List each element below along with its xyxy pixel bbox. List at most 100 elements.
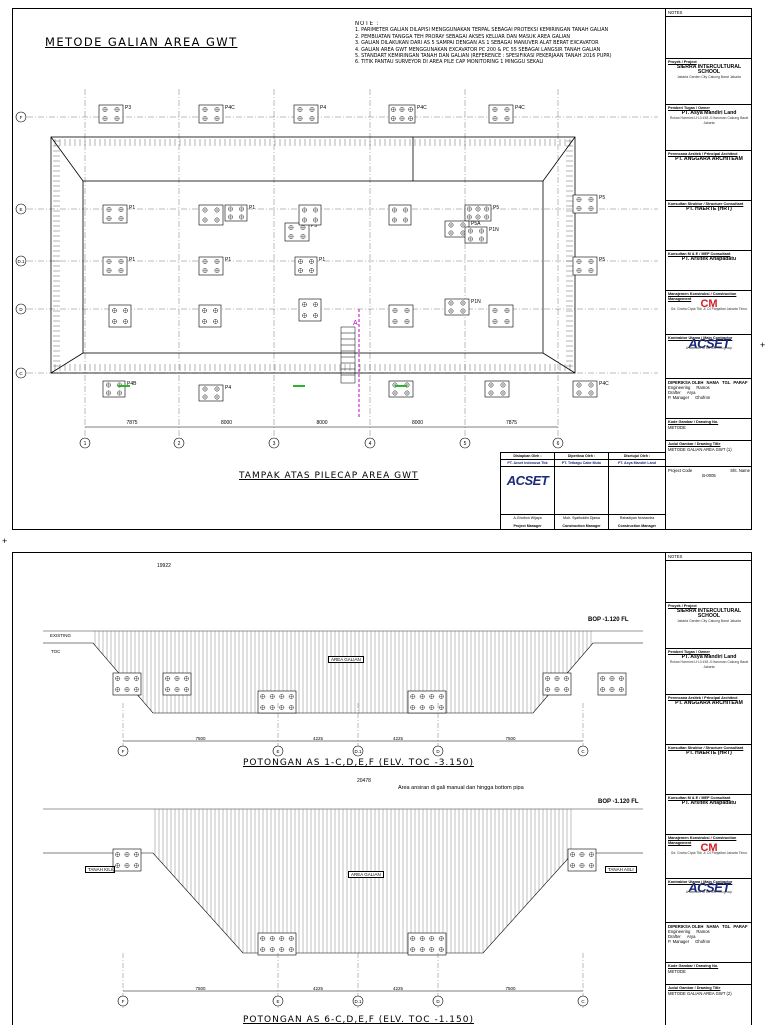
pilecap-outline bbox=[284, 222, 310, 242]
tb-owner: Pemberi Tugas / Owner PT. Asya Mandiri L… bbox=[666, 105, 751, 151]
tb-th: TGL bbox=[722, 380, 731, 385]
pilecap: P1 bbox=[102, 204, 135, 224]
dimension-text: 4225 bbox=[313, 986, 324, 991]
tb-mep-name: PT. Arsitek Anapadatu bbox=[681, 256, 737, 262]
tb-code-value: METODE bbox=[668, 969, 686, 974]
dimension-text: 8000 bbox=[316, 420, 327, 426]
tb-code: Kode Gambar / Drawing No. METODE bbox=[666, 419, 751, 441]
pilecap bbox=[567, 848, 597, 872]
approval-header: Diperiksa Oleh : bbox=[555, 453, 608, 460]
grid-bubble bbox=[432, 745, 444, 757]
cm-logo: CM bbox=[700, 842, 718, 854]
pilecap bbox=[542, 672, 572, 696]
pilecap-outline bbox=[102, 204, 128, 224]
tb-revisi bbox=[666, 17, 751, 59]
approval-company: PT. Asya Mandiri Land bbox=[609, 460, 665, 467]
pilecap bbox=[112, 848, 142, 872]
grid-bubble bbox=[352, 995, 364, 1007]
dimension-text: 7875 bbox=[506, 420, 517, 426]
grid-bubble-label: 6 bbox=[557, 441, 560, 447]
grid-bubble bbox=[432, 995, 444, 1007]
tb-pc-label: Project Code bbox=[668, 468, 693, 473]
tb-project-label: Proyek / Project bbox=[668, 604, 697, 608]
tanah-kiri-label: TANAH KILI bbox=[85, 866, 116, 873]
tb-td: P. Manager bbox=[668, 939, 690, 944]
grid-bubble bbox=[577, 995, 589, 1007]
excavation-outline bbox=[50, 136, 576, 374]
grid-bubble-label: C bbox=[581, 749, 585, 754]
pilecap: P5 bbox=[284, 222, 317, 242]
tb-td: Engineering bbox=[668, 929, 691, 934]
pile bbox=[260, 694, 266, 699]
pilecap bbox=[257, 932, 297, 956]
tb-architect-name: PT. ANGGARA ARCHITEAM bbox=[675, 156, 743, 162]
pilecap-outline bbox=[198, 104, 224, 124]
pilecap: P4C bbox=[488, 104, 525, 124]
dimension-text: 4225 bbox=[393, 986, 404, 991]
note-line: 3. GALIAN DILAKUKAN DARI AS 5 SAMPAI DEN… bbox=[355, 40, 599, 47]
overall-dim-2: 20478 bbox=[357, 778, 371, 784]
pilecap-label: P4C bbox=[225, 105, 235, 111]
pilecap-label: P1N bbox=[471, 299, 481, 305]
approval-prepared: Disiapkan Oleh : PT. Acset Indonusa Tbk … bbox=[501, 453, 555, 529]
pilecap bbox=[388, 204, 412, 226]
title-block-2: NOTES Proyek / Project SIERRA INTERCULTU… bbox=[665, 553, 751, 1025]
approval-name: A.Ghofron Wijaya bbox=[501, 514, 554, 520]
tb-contractor-label: Kontraktor Utama / Main Contractor bbox=[668, 336, 733, 340]
tb-architect-label: Perencana Arsitek / Principal Architect bbox=[668, 152, 738, 156]
tb-project-name: SIERRA INTERCULTURAL SCHOOL bbox=[676, 64, 742, 75]
pilecap-label: P4 bbox=[320, 105, 326, 111]
survey-markers bbox=[118, 385, 407, 387]
tb-td: Arya bbox=[686, 934, 696, 939]
grid-bubble bbox=[79, 437, 91, 449]
pilecap-label: P4C bbox=[417, 105, 427, 111]
pilecap: P5 bbox=[572, 256, 605, 276]
approval-block: Disiapkan Oleh : PT. Acset Indonusa Tbk … bbox=[500, 452, 666, 529]
grid-bubble bbox=[552, 437, 564, 449]
pilecap bbox=[484, 380, 510, 398]
tb-owner-addr: Rukan Harmoni LH-3 #18 Jl.Haruman Cakung… bbox=[669, 660, 749, 669]
manual-dig-annotation: Area ansiran di gali manual dan hingga b… bbox=[398, 785, 524, 791]
pilecap bbox=[597, 672, 627, 696]
tb-title-label: Judul Gambar / Drawing Title bbox=[668, 442, 721, 446]
pilecap: P4B bbox=[102, 380, 137, 398]
pilecap bbox=[298, 298, 322, 322]
tb-th: DIPERIKSA OLEH bbox=[668, 924, 704, 929]
pilecap-outline bbox=[484, 380, 510, 398]
tb-mep: Konsultan M & E / MEP Consultant PT. Ars… bbox=[666, 795, 751, 835]
grid-bubble bbox=[15, 203, 27, 215]
tb-td: Engineering bbox=[668, 385, 691, 390]
pilecap: P1 bbox=[294, 256, 325, 276]
pilecap-outline bbox=[198, 384, 224, 402]
pilecap: P5 bbox=[464, 204, 499, 222]
tb-mep: Konsultan M & E / MEP Consultant PT. Ars… bbox=[666, 251, 751, 291]
drawing-sheet-1: METODE GALIAN AREA GWT NOTE : 1. PARIMET… bbox=[12, 8, 752, 530]
tb-title-value: METODE GALIAN AREA GWT (2) bbox=[668, 991, 732, 996]
tb-td: P. Manager bbox=[668, 395, 690, 400]
tb-td: Arya bbox=[686, 390, 696, 395]
tb-title: Judul Gambar / Drawing Title METODE GALI… bbox=[666, 441, 751, 467]
approval-name: Rahadiyan Noviandra bbox=[609, 514, 665, 520]
approval-checked: Diperiksa Oleh : PT. Tetbagu Cabe Mutu M… bbox=[555, 453, 609, 529]
aciset-logo: ACSET bbox=[506, 473, 549, 488]
tb-mk: Manajemen Konstruksi / Construction Mana… bbox=[666, 835, 751, 879]
grid-bubble-label: 5 bbox=[464, 441, 467, 447]
grid-bubble bbox=[272, 995, 284, 1007]
grid-bubble-label: C bbox=[581, 999, 585, 1004]
grid-bubble bbox=[117, 745, 129, 757]
tb-owner-label: Pemberi Tugas / Owner bbox=[668, 106, 710, 110]
pilecap-outline bbox=[224, 204, 248, 222]
tb-project-addr: Jakarta Garden City Cakung Barat Jakarta bbox=[677, 619, 741, 623]
pilecap-outline bbox=[108, 304, 132, 328]
dimension-text: 4225 bbox=[393, 736, 404, 741]
tb-check-table: DIPERIKSA OLEH NAMA TGL PARAF Engineerin… bbox=[666, 379, 751, 419]
grid-bubble-label: 3 bbox=[273, 441, 276, 447]
grid-bubble bbox=[268, 437, 280, 449]
tb-architect: Perencana Arsitek / Principal Architect … bbox=[666, 151, 751, 201]
note-line: 5. STANDART KEMIRINGAN TANAH DAN GALIAN … bbox=[355, 53, 612, 60]
grid-bubble-label: D bbox=[436, 749, 440, 754]
tb-contractor-label: Kontraktor Utama / Main Contractor bbox=[668, 880, 733, 884]
tb-check-table: DIPERIKSA OLEH NAMA TGL PARAF Engineerin… bbox=[666, 923, 751, 963]
pilecap-label: P5 bbox=[599, 195, 605, 201]
